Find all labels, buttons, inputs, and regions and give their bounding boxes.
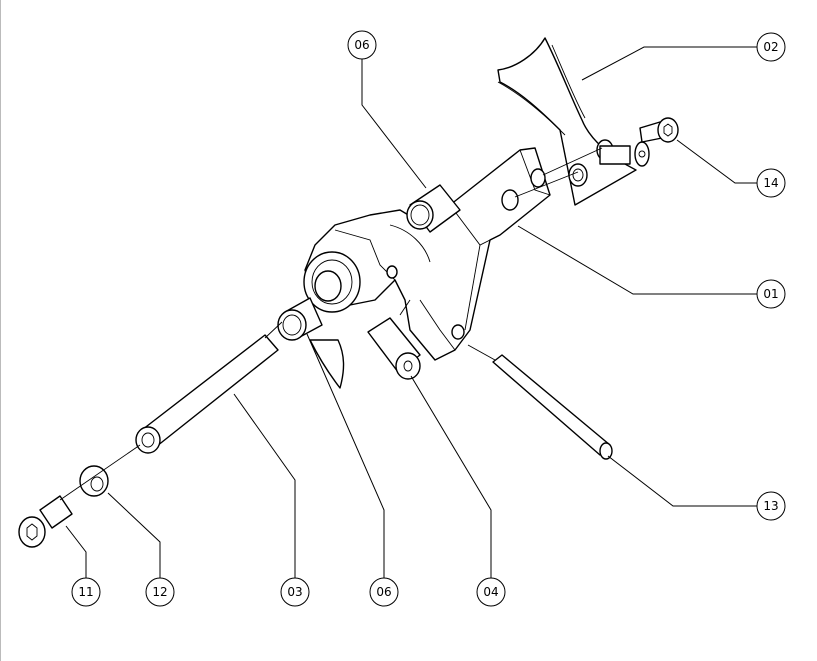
part-06-bushing-lower — [277, 297, 323, 341]
svg-text:14: 14 — [763, 176, 778, 190]
svg-text:02: 02 — [763, 40, 778, 54]
part-03-long-pin — [135, 334, 279, 454]
svg-text:11: 11 — [78, 585, 93, 599]
svg-text:06: 06 — [354, 38, 369, 52]
part-14-screws — [599, 117, 679, 167]
balloon-06-bottom: 06 — [369, 577, 399, 607]
svg-text:12: 12 — [152, 585, 167, 599]
balloon-01: 01 — [756, 279, 786, 309]
balloon-06-top: 06 — [347, 30, 377, 60]
balloon-02: 02 — [756, 32, 786, 62]
part-01-main-bracket — [303, 147, 551, 389]
assembly-centerlines — [59, 147, 603, 501]
svg-text:04: 04 — [483, 585, 498, 599]
balloon-14: 14 — [756, 168, 786, 198]
part-04-spacer — [367, 317, 421, 380]
balloon-04: 04 — [476, 577, 506, 607]
svg-text:13: 13 — [763, 499, 778, 513]
svg-text:03: 03 — [287, 585, 302, 599]
balloon-12: 12 — [145, 577, 175, 607]
part-11-cap-screw — [18, 495, 73, 548]
drawing-frame-edge — [0, 0, 1, 661]
balloon-11: 11 — [71, 577, 101, 607]
leader-lines — [65, 46, 757, 578]
balloon-03: 03 — [280, 577, 310, 607]
part-06-bushing-upper — [406, 184, 461, 233]
svg-text:06: 06 — [376, 585, 391, 599]
part-13-pin — [492, 354, 613, 460]
balloon-13: 13 — [756, 491, 786, 521]
svg-text:01: 01 — [763, 287, 778, 301]
balloons: 02 06 14 01 13 11 12 03 06 04 — [71, 30, 786, 607]
part-12-washer — [79, 465, 109, 497]
